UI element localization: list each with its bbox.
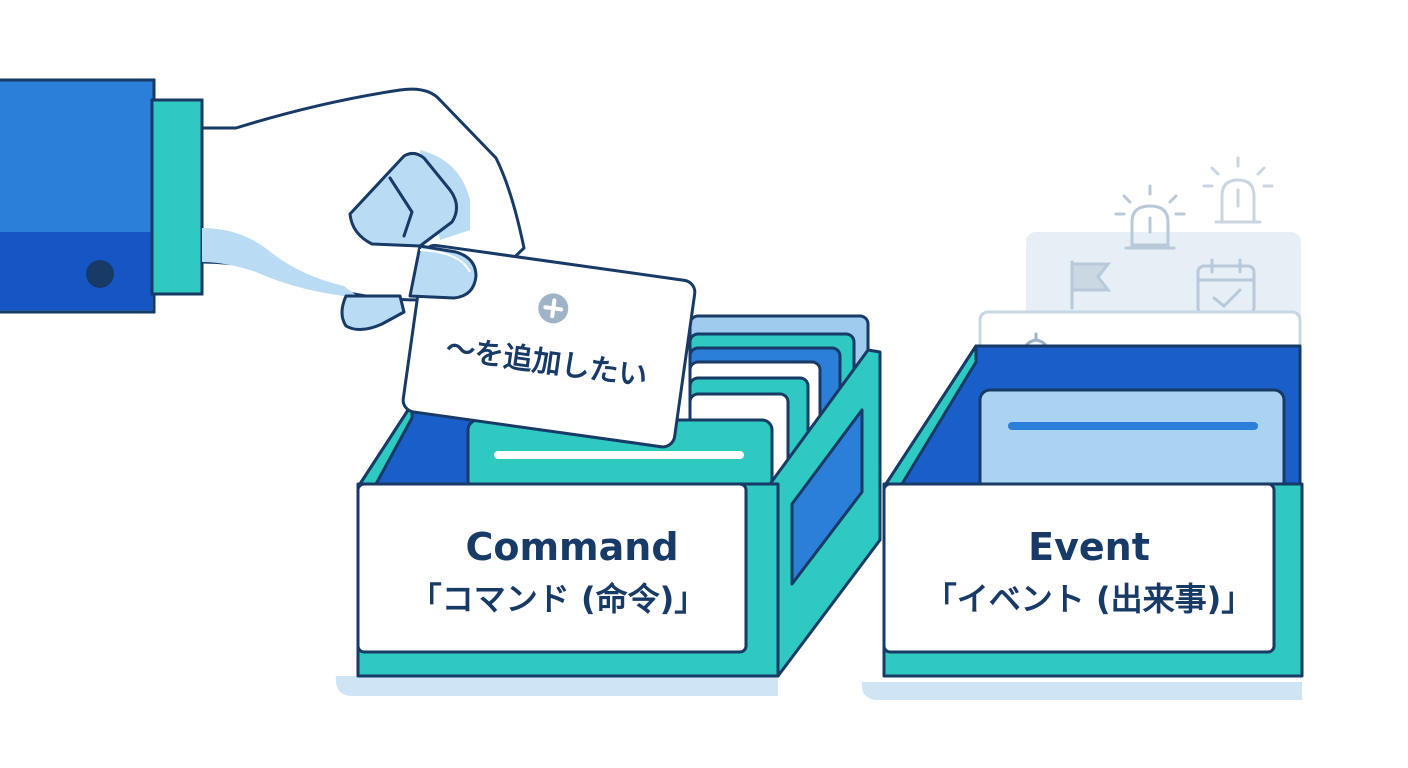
sleeve-cuff — [0, 232, 152, 310]
flag-icon — [1070, 260, 1112, 310]
card-body — [401, 243, 697, 449]
hand-shade — [202, 228, 360, 298]
event-box: Event 「イベント (出来事)」 — [861, 156, 1304, 700]
index-finger-tip — [419, 249, 471, 273]
command-label-plate — [356, 482, 748, 654]
event-subtitle: 「イベント (出来事)」 — [925, 580, 1253, 618]
cuff-button — [86, 260, 114, 288]
command-card: 〜を追加したい — [401, 243, 697, 449]
event-title: Event — [1028, 525, 1150, 569]
event-label-plate — [882, 482, 1276, 654]
plus-circle-icon — [538, 293, 569, 324]
command-subtitle: 「コマンド (命令)」 — [410, 580, 706, 618]
hand-with-sleeve — [0, 78, 526, 331]
command-title: Command — [465, 525, 678, 569]
finger-lower — [340, 294, 406, 331]
command-box: Command 「コマンド (命令)」 — [335, 314, 882, 696]
alarm-light-icon — [1202, 156, 1274, 224]
event-box-shadow — [861, 682, 1302, 700]
alarm-light-icon — [1114, 184, 1186, 250]
command-box-side-window — [790, 408, 864, 586]
index-finger — [408, 244, 478, 300]
thumb-crease — [388, 176, 414, 238]
command-box-shadow — [335, 676, 778, 696]
shirt-cuff — [150, 98, 204, 296]
